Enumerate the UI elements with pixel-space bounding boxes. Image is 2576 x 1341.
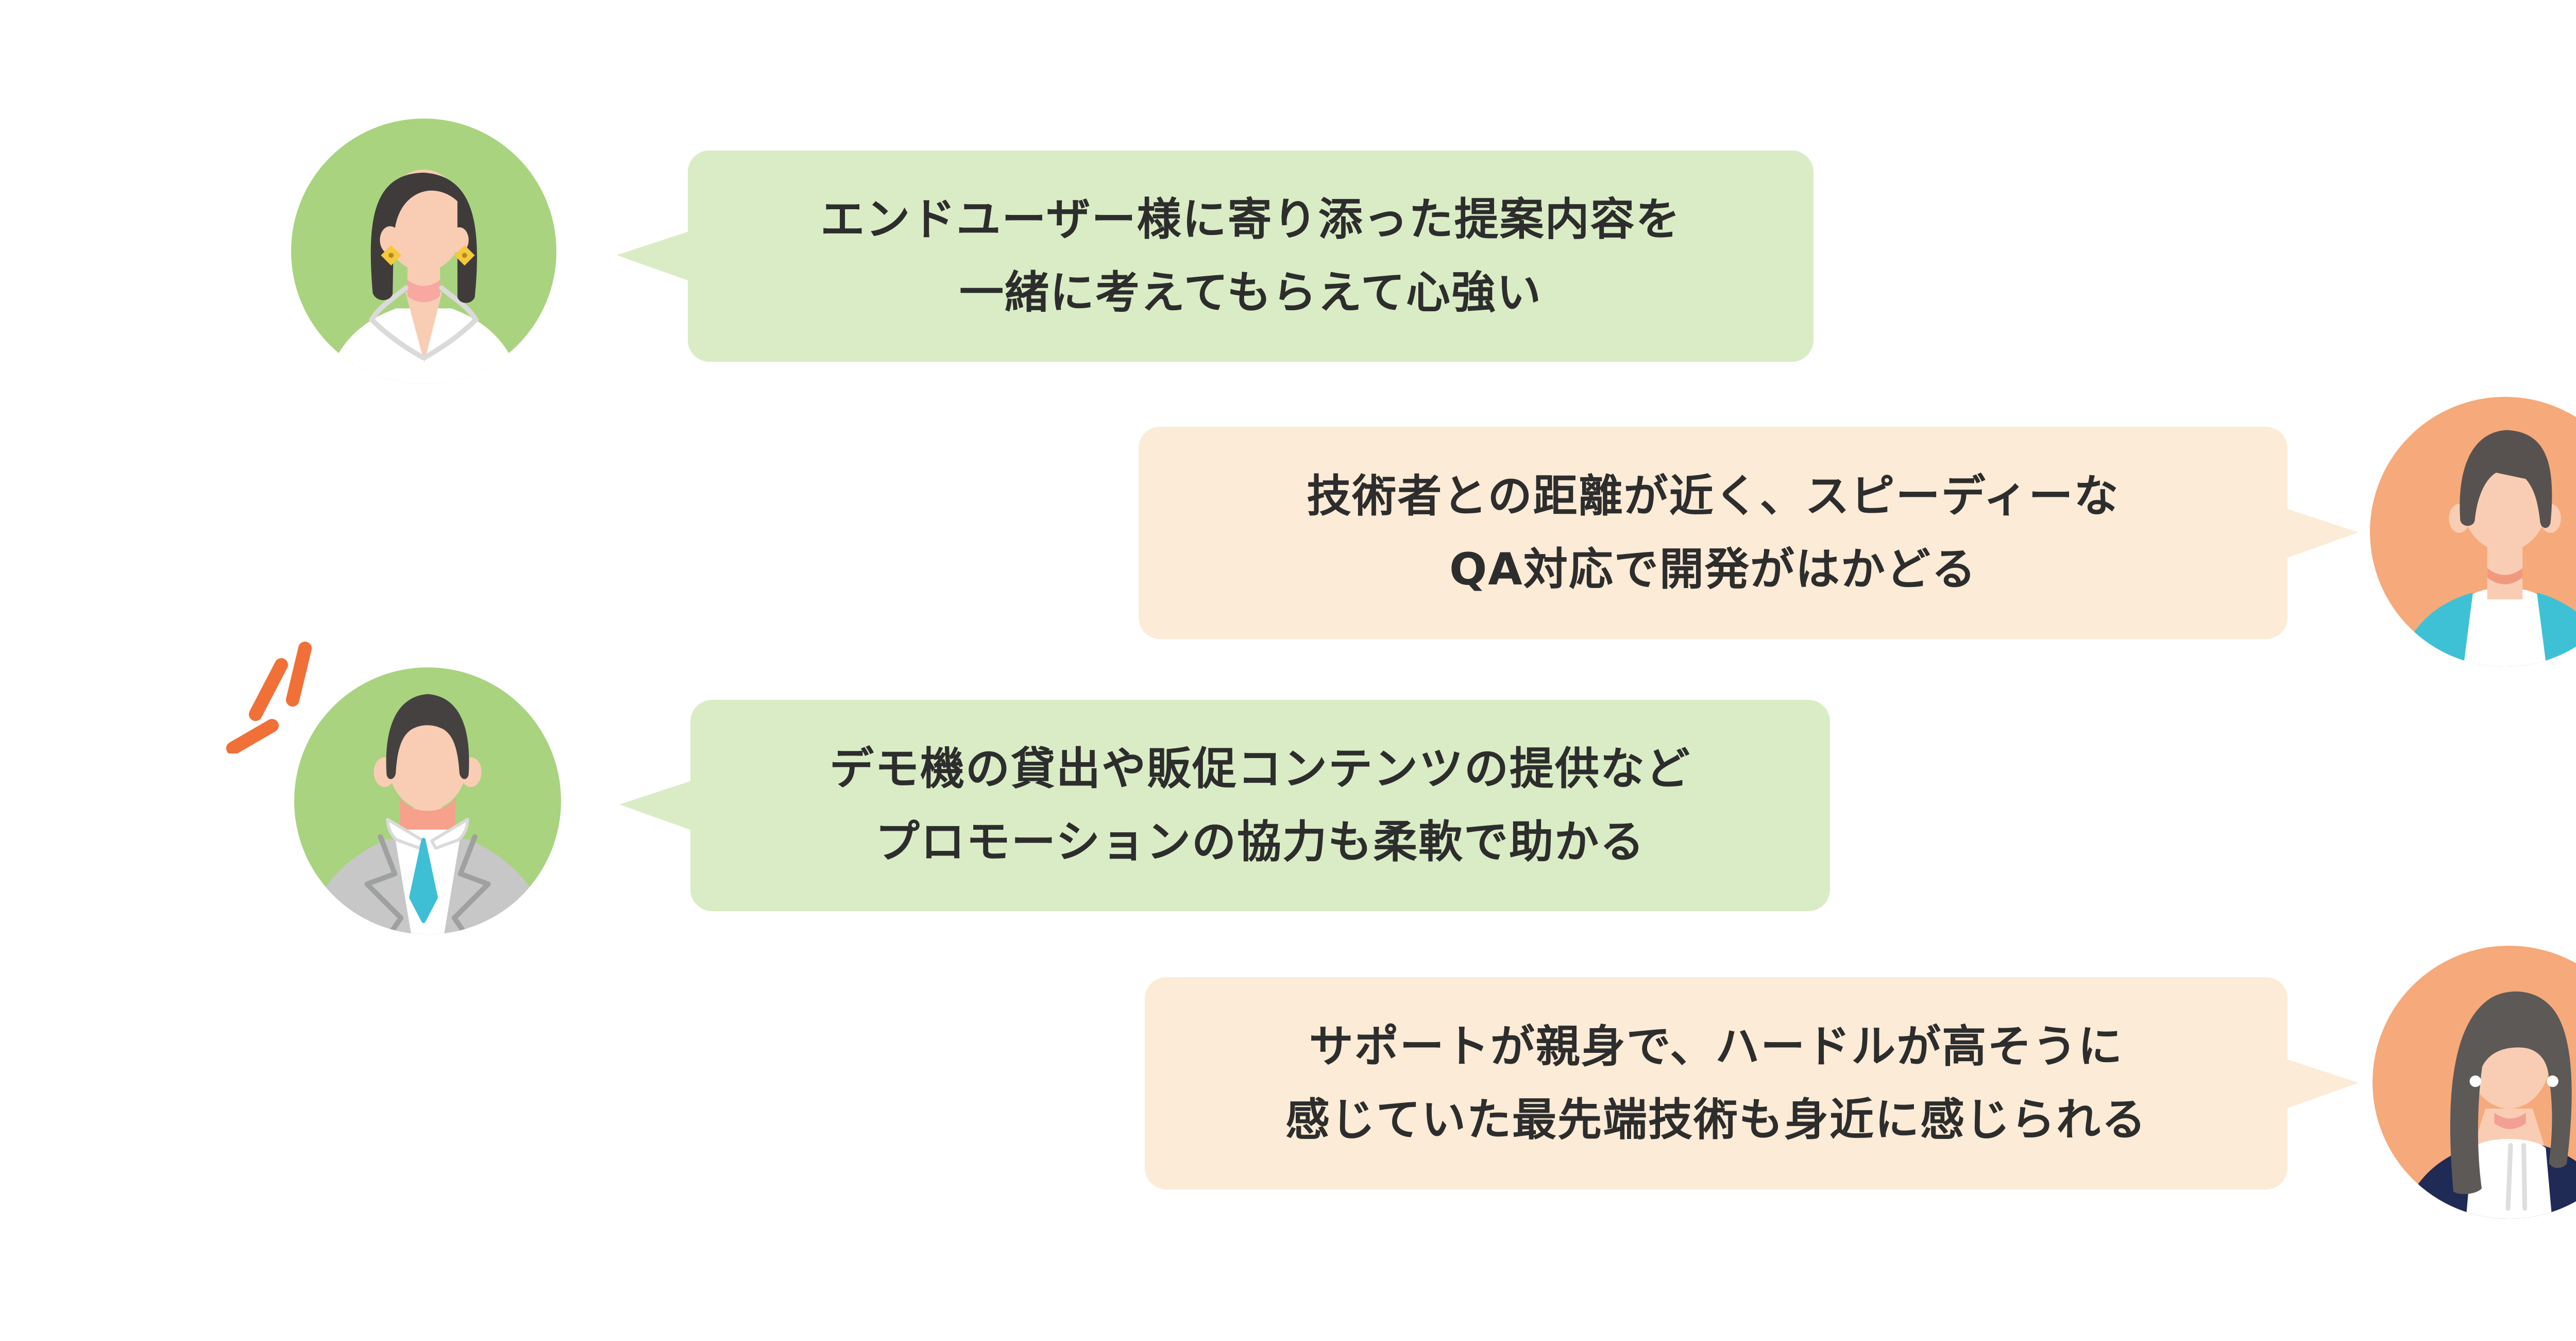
bubble-text-line: デモ機の貸出や販促コンテンツの提供など bbox=[829, 743, 1691, 795]
avatar-woman-bob bbox=[291, 119, 556, 384]
bubble-text-line: 一緒に考えてもらえて心強い bbox=[959, 267, 1543, 319]
bubble-text-line: 感じていた最先端技術も身近に感じられる bbox=[1285, 1094, 2147, 1146]
bubble-tail bbox=[617, 230, 692, 282]
speech-bubble-4: サポートが親身で、ハードルが高そうに 感じていた最先端技術も身近に感じられる bbox=[1145, 977, 2287, 1189]
bubble-text-line: サポートが親身で、ハードルが高そうに bbox=[1309, 1021, 2124, 1072]
speech-bubble-2: 技術者との距離が近く、スピーディーな QA対応で開発がはかどる bbox=[1139, 427, 2287, 639]
avatar-woman-longhair bbox=[2372, 946, 2576, 1219]
avatar-man-casual bbox=[2370, 397, 2576, 667]
bubble-text-line: プロモーションの協力も柔軟で助かる bbox=[875, 816, 1646, 868]
bubble-text-line: 技術者との距離が近く、スピーディーな bbox=[1307, 471, 2120, 522]
avatar-man-suit bbox=[294, 667, 561, 934]
bubble-text-line: エンドユーザー様に寄り添った提案内容を bbox=[820, 194, 1681, 245]
bubble-tail bbox=[619, 780, 694, 831]
bubble-text-line: QA対応で開発がはかどる bbox=[1449, 544, 1977, 595]
bubble-tail bbox=[2283, 508, 2359, 559]
speech-bubble-3: デモ機の貸出や販促コンテンツの提供など プロモーションの協力も柔軟で助かる bbox=[690, 700, 1830, 911]
sparkle-orange-icon bbox=[226, 642, 312, 753]
bubble-tail bbox=[2283, 1058, 2359, 1110]
speech-bubble-1: エンドユーザー様に寄り添った提案内容を 一緒に考えてもらえて心強い bbox=[688, 150, 1814, 362]
